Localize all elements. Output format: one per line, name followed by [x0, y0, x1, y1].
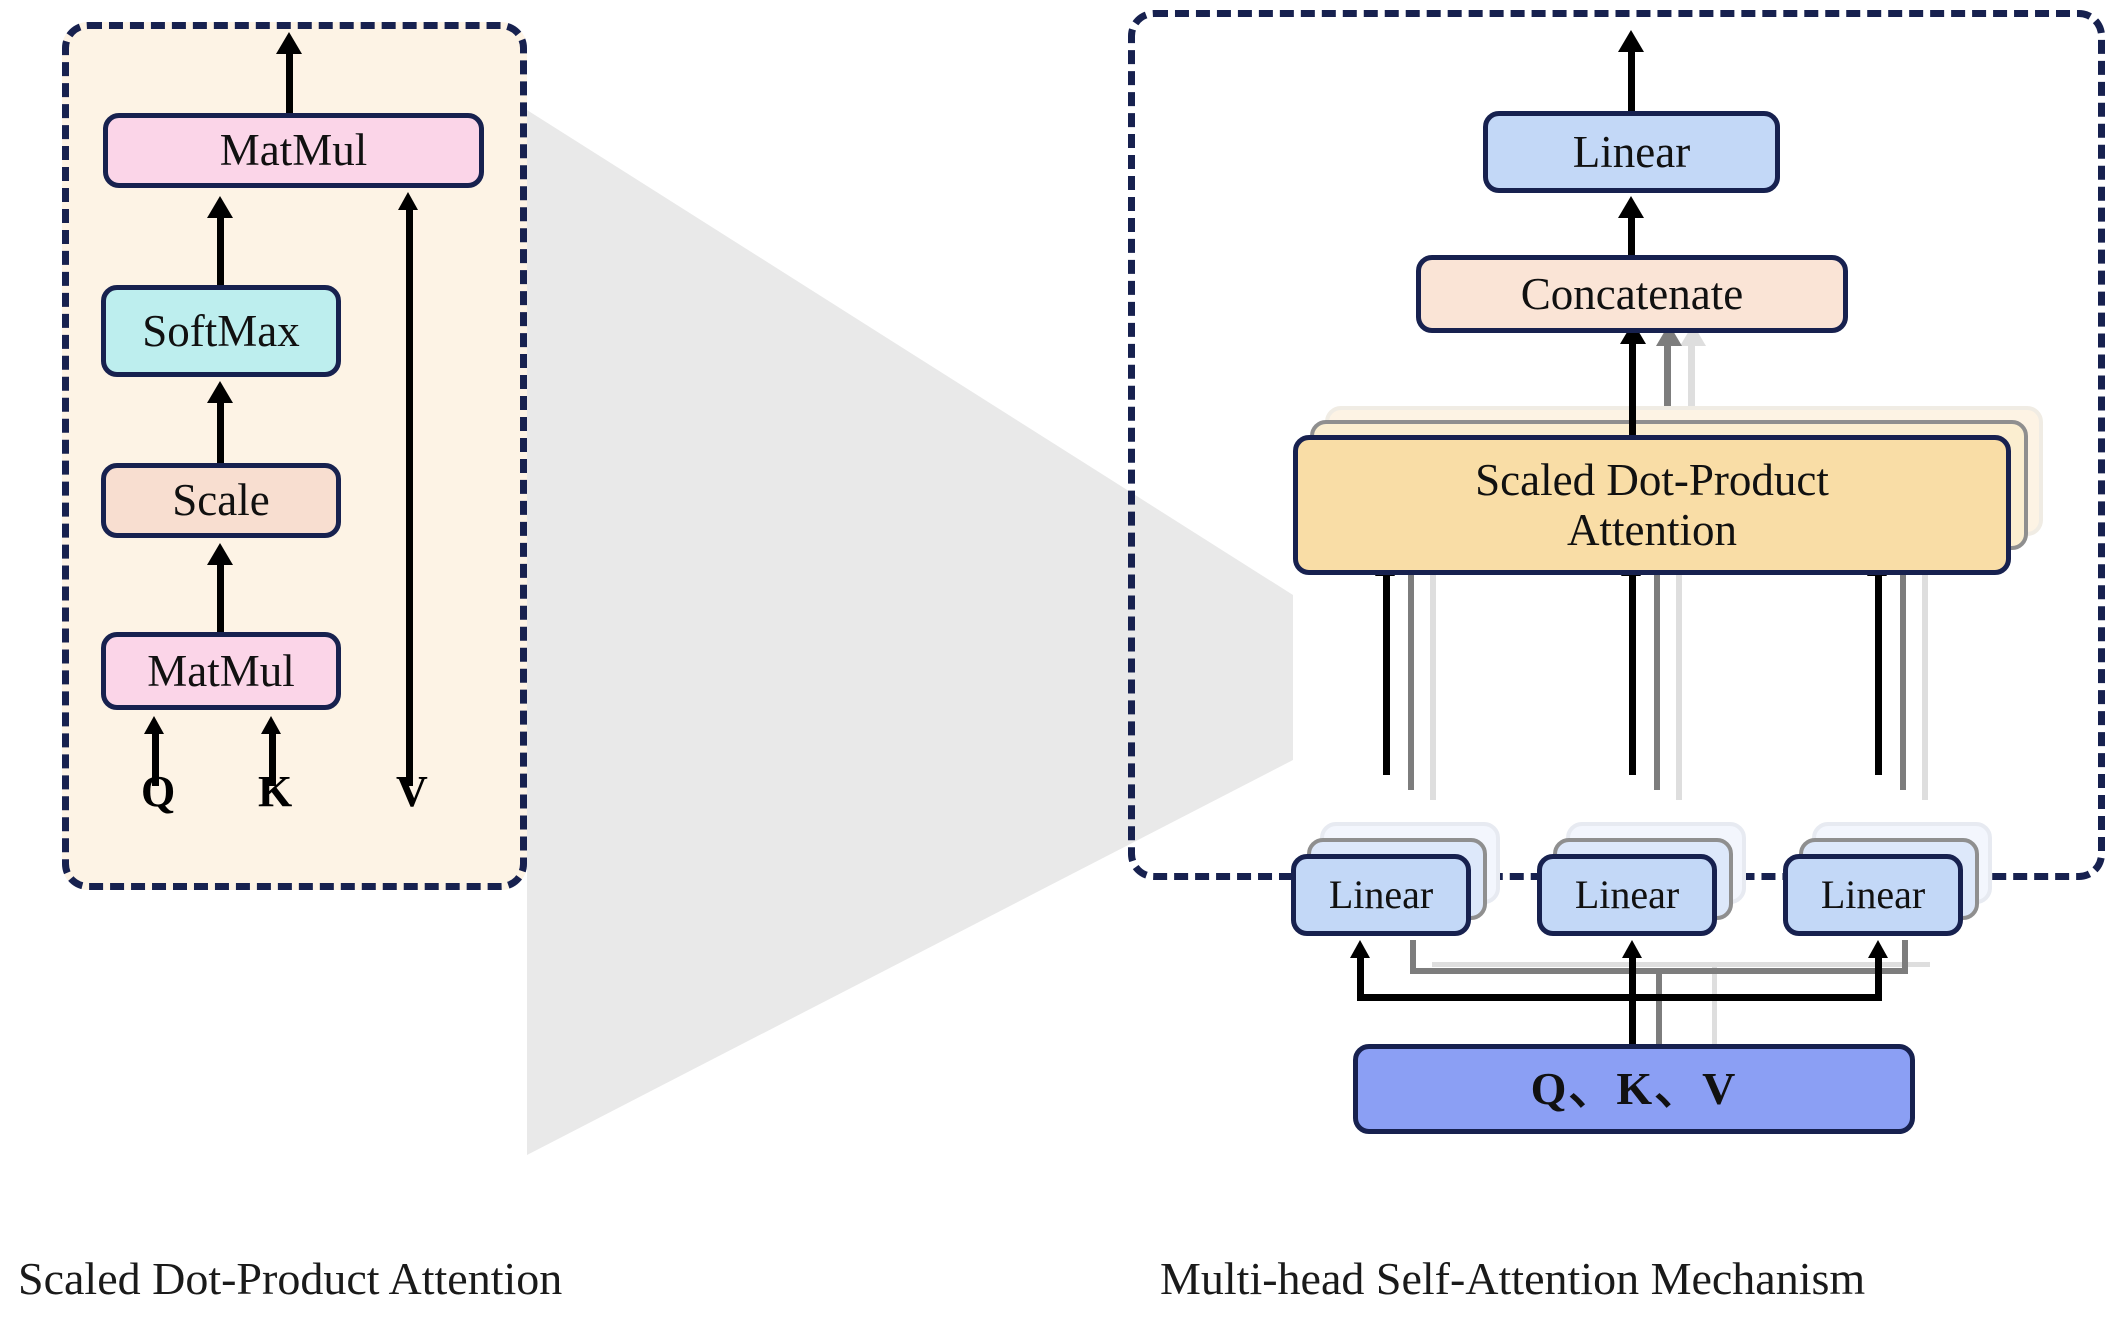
input-label-k: K — [258, 767, 293, 816]
right-output-arrow-shaft — [1628, 50, 1635, 112]
node-qkv-input-label: Q、K、V — [1530, 1063, 1738, 1115]
scale-to-softmax-shaft — [217, 400, 224, 472]
node-matmul-bottom[interactable]: MatMul — [101, 632, 341, 710]
matmul-to-scale-head — [207, 543, 233, 565]
qkv-bus-black — [1357, 994, 1882, 1001]
qkv-trunk-faint — [1712, 962, 1717, 1072]
node-linear-top-label: Linear — [1572, 126, 1691, 177]
node-concatenate[interactable]: Concatenate — [1416, 255, 1848, 333]
node-attention-label: Scaled Dot-Product Attention — [1475, 454, 1829, 555]
softmax-to-matmul-head — [207, 196, 233, 218]
right-output-arrow-head — [1618, 30, 1644, 52]
node-matmul-top[interactable]: MatMul — [103, 113, 484, 188]
node-qkv-input[interactable]: Q、K、V — [1353, 1044, 1915, 1134]
node-linear-v[interactable]: Linear — [1783, 854, 1963, 936]
input-label-q: Q — [141, 767, 176, 816]
bus-riser-v-head — [1868, 940, 1888, 958]
linear-q-to-attention-shaft-1 — [1383, 575, 1390, 775]
q-arrow-shaft — [152, 734, 159, 786]
node-scale-label: Scale — [172, 475, 270, 526]
node-linear-k[interactable]: Linear — [1537, 854, 1717, 936]
node-matmul-top-label: MatMul — [219, 125, 368, 176]
bus-riser-k-shaft — [1629, 958, 1636, 998]
linear-k-to-attention-shaft-2 — [1654, 575, 1660, 790]
linear-k-to-attention-shaft-3 — [1676, 575, 1682, 800]
bus-riser-q-head — [1350, 940, 1370, 958]
node-linear-k-label: Linear — [1574, 871, 1680, 917]
caption-right: Multi-head Self-Attention Mechanism — [1160, 1253, 1866, 1304]
input-label-v: V — [396, 767, 428, 816]
node-linear-top[interactable]: Linear — [1483, 111, 1780, 193]
concat-to-linear-head — [1618, 196, 1644, 218]
caption-left: Scaled Dot-Product Attention — [18, 1253, 563, 1304]
linear-v-to-attention-shaft-1 — [1875, 575, 1882, 775]
linear-v-to-attention-shaft-3 — [1922, 575, 1928, 800]
concat-to-linear-shaft — [1628, 215, 1635, 277]
node-scale[interactable]: Scale — [101, 463, 341, 538]
scale-to-softmax-head — [207, 381, 233, 403]
attention-to-concat-shaft-2 — [1664, 340, 1671, 440]
node-matmul-bottom-label: MatMul — [147, 645, 295, 696]
node-linear-q-label: Linear — [1328, 871, 1434, 917]
qkv-bus-grey-riser-q — [1410, 940, 1416, 970]
k-arrow-head — [261, 716, 281, 734]
qkv-bus-faint — [1432, 962, 1930, 967]
linear-k-to-attention-shaft-1 — [1629, 575, 1636, 775]
node-softmax[interactable]: SoftMax — [101, 285, 341, 377]
qkv-bus-grey-riser-v — [1902, 940, 1908, 970]
bus-riser-q-shaft — [1357, 958, 1364, 998]
v-arrow-shaft — [406, 210, 413, 786]
qkv-trunk-black — [1629, 994, 1636, 1079]
left-output-arrow-head — [276, 32, 302, 54]
left-output-arrow-shaft — [286, 52, 293, 122]
linear-v-to-attention-shaft-2 — [1900, 575, 1906, 790]
q-arrow-head — [144, 716, 164, 734]
node-linear-q[interactable]: Linear — [1291, 854, 1471, 936]
node-scaled-dot-product-attention[interactable]: Scaled Dot-Product Attention — [1293, 435, 2011, 575]
v-arrow-head — [398, 192, 418, 210]
qkv-trunk-grey — [1656, 968, 1662, 1078]
linear-q-to-attention-shaft-2 — [1408, 575, 1414, 790]
bus-riser-k-head — [1622, 940, 1642, 958]
linear-q-to-attention-shaft-3 — [1430, 575, 1436, 800]
matmul-to-scale-shaft — [217, 562, 224, 640]
k-arrow-shaft — [269, 734, 276, 786]
attention-to-concat-shaft-3 — [1688, 340, 1695, 428]
node-concatenate-label: Concatenate — [1520, 268, 1744, 319]
bus-riser-v-shaft — [1875, 958, 1882, 998]
node-softmax-label: SoftMax — [142, 305, 300, 356]
softmax-to-matmul-shaft — [217, 215, 224, 287]
node-linear-v-label: Linear — [1820, 871, 1926, 917]
attention-to-concat-shaft-1 — [1629, 340, 1636, 475]
